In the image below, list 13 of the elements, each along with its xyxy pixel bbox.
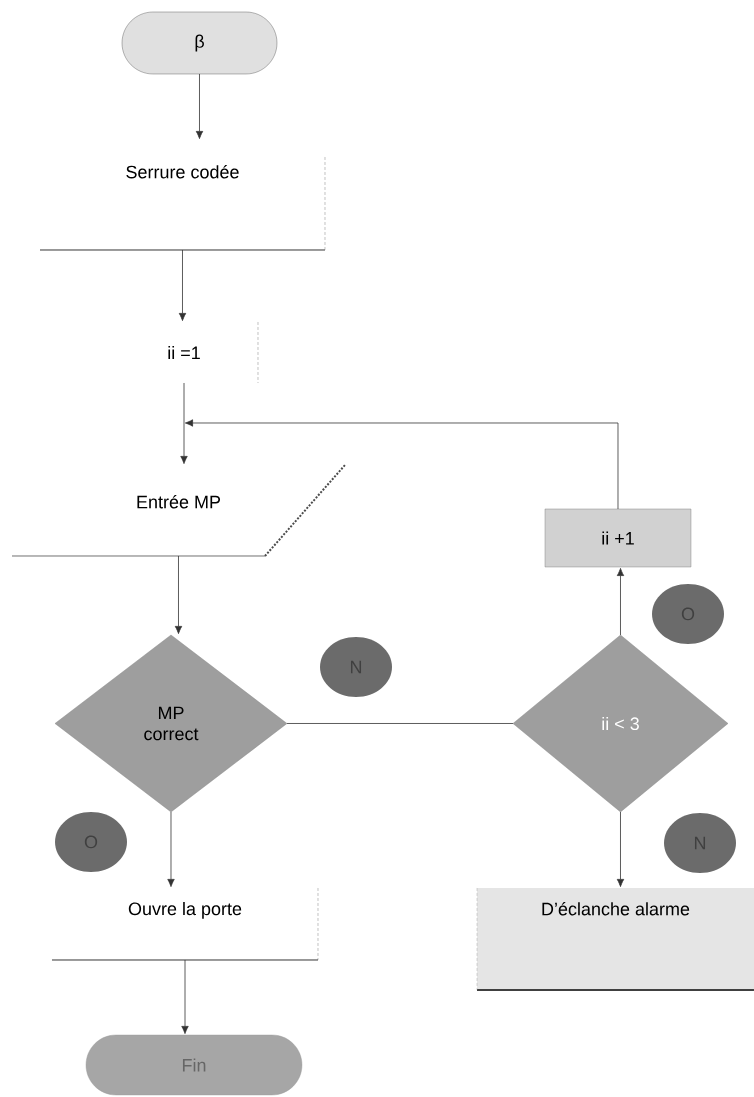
arrow — [185, 419, 619, 510]
arrow — [616, 568, 625, 636]
arrow — [180, 382, 188, 464]
process-box: D’éclanche alarme — [476, 887, 754, 991]
process-box: ii +1 — [544, 508, 692, 568]
arrow — [167, 811, 175, 887]
process-box: Ouvre la porte — [51, 887, 319, 961]
process-box: ii =1 — [168, 321, 259, 384]
arrow — [616, 811, 625, 887]
arrow — [174, 555, 183, 634]
arrow — [181, 959, 189, 1034]
arrow — [195, 73, 204, 139]
arrow — [178, 249, 187, 321]
